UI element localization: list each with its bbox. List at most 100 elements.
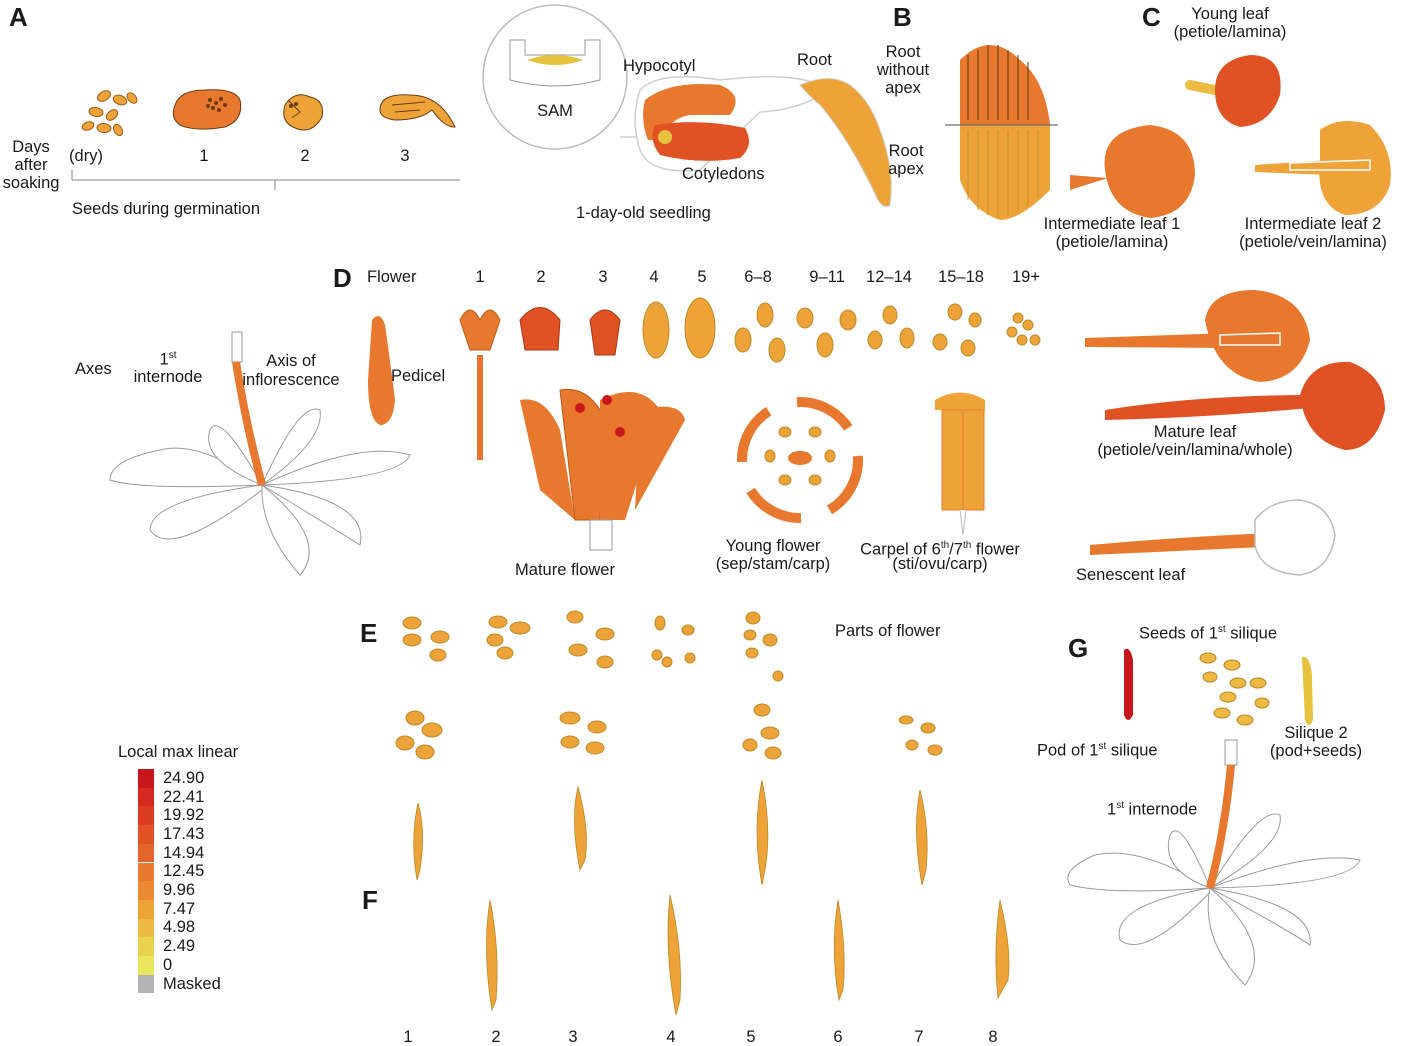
legend-swatch (138, 769, 154, 788)
silique-2 (1302, 656, 1313, 725)
legend-value: 22.41 (163, 787, 205, 806)
legend-swatch (138, 881, 154, 900)
senescent-leaf-label: Senescent leaf (1076, 566, 1186, 584)
legend-swatch (138, 956, 154, 975)
seedling-caption: 1-day-old seedling (576, 204, 711, 222)
flower-stages-15-18 (932, 303, 982, 357)
rosette-d (109, 331, 411, 576)
flower-stage-label-9-11: 9–11 (809, 268, 845, 286)
flower-stage-5 (684, 297, 716, 359)
carpel-parts: (sti/ovu/carp) (892, 555, 988, 573)
legend-value: 19.92 (163, 806, 205, 825)
pedicel (368, 316, 395, 425)
seed-day-1 (172, 89, 242, 130)
young-flower-section (737, 397, 863, 523)
flower-stage-1 (459, 309, 501, 460)
pod-of-silique-label: Pod of 1st silique (1037, 741, 1158, 760)
dry-seeds (81, 90, 138, 137)
part-number-3: 3 (568, 1028, 578, 1046)
flower-stage-label-1: 1 (475, 268, 485, 286)
silique-pod (1124, 648, 1133, 720)
part-number-7: 7 (914, 1028, 924, 1046)
legend-entry: 14.94 (138, 844, 204, 863)
legend-value: 14.94 (163, 843, 205, 862)
seedling (634, 75, 892, 208)
day-2: 2 (300, 147, 310, 165)
days-label-line1: Days (12, 138, 50, 156)
panel-label-e: E (360, 618, 378, 648)
panel-label-d: D (333, 263, 352, 293)
elongated-parts (413, 779, 1010, 1016)
root-without-apex-2: without (876, 61, 930, 79)
flower-stage-label-5: 5 (697, 268, 707, 286)
legend-entry: 4.98 (138, 918, 196, 938)
part-number-6: 6 (833, 1028, 843, 1046)
legend-value: 2.49 (163, 937, 196, 956)
mature-leaf-label: Mature leaf (1153, 423, 1237, 441)
root-apex-2: apex (888, 160, 924, 178)
part-number-1: 1 (403, 1028, 413, 1046)
axes-label: Axes (75, 360, 112, 378)
intermediate-leaf-2-label: Intermediate leaf 2 (1244, 215, 1382, 233)
root-without-apex-1: Root (885, 43, 921, 61)
mature-leaf-parts: (petiole/vein/lamina/whole) (1097, 441, 1293, 459)
legend-value: 12.45 (163, 862, 205, 881)
legend-swatch (138, 862, 154, 882)
legend-swatch (138, 825, 154, 844)
intermediate-leaf-2-parts: (petiole/vein/lamina) (1239, 233, 1387, 251)
day-1: 1 (199, 147, 209, 165)
panel-label-g: G (1068, 633, 1089, 663)
panel-label-b: B (893, 2, 912, 32)
flower-stages-12-14 (867, 305, 915, 350)
young-flower-parts: (sep/stam/carp) (715, 555, 831, 573)
legend-swatch (138, 806, 154, 826)
flower-stage-label-3: 3 (598, 268, 608, 286)
flower-stages-19-plus (1006, 312, 1041, 346)
part-number-2: 2 (491, 1028, 501, 1046)
part-number-8: 8 (988, 1028, 998, 1046)
silique-2-label: Silique 2 (1284, 724, 1348, 742)
intermediate-leaf-2 (1255, 121, 1391, 215)
pedicel-label: Pedicel (391, 367, 446, 385)
legend-entry: 17.43 (138, 825, 204, 844)
legend-entry: 9.96 (138, 881, 195, 900)
senescent-leaf (1090, 499, 1336, 576)
axis-of-label: Axis of (266, 352, 316, 370)
flower-stages-9-11 (796, 307, 857, 358)
flower-stage-label-2: 2 (536, 268, 546, 286)
legend-value: 4.98 (163, 918, 196, 937)
flower-stages-6-8 (734, 302, 786, 363)
young-flower-label: Young flower (725, 537, 821, 555)
mature-flower (520, 388, 685, 551)
legend-swatch (138, 937, 154, 956)
legend-value: 17.43 (163, 824, 205, 843)
root-apex-1: Root (888, 142, 924, 160)
legend-swatch (138, 787, 154, 807)
flower-stage-2 (519, 307, 561, 351)
legend-swatch (138, 899, 154, 919)
seed-day-3 (379, 94, 456, 128)
parts-of-flower-label: Parts of flower (835, 622, 941, 640)
first-internode-d-label: internode (133, 368, 203, 386)
flower-stage-label-12-14: 12–14 (866, 268, 912, 286)
part-number-5: 5 (746, 1028, 756, 1046)
legend-entry: 22.41 (138, 788, 204, 807)
young-leaf-label: Young leaf (1191, 5, 1269, 23)
axis-stem-g (1206, 764, 1235, 890)
day-dry: (dry) (69, 147, 103, 165)
flower-stage-label-6-8: 6–8 (744, 268, 772, 286)
legend-entry: 12.45 (138, 862, 205, 882)
young-leaf (1185, 55, 1281, 127)
days-axis (71, 170, 460, 190)
silique-seeds (1199, 652, 1270, 726)
panel-label-c: C (1142, 2, 1161, 32)
flower-stage-label-4: 4 (649, 268, 659, 286)
seeds-caption: Seeds during germination (72, 200, 261, 218)
hypocotyl-label: Hypocotyl (623, 57, 696, 75)
legend-entry: 19.92 (138, 806, 205, 826)
legend-value: 7.47 (163, 899, 196, 918)
days-label-line3: soaking (2, 174, 60, 192)
legend-value: 9.96 (163, 881, 196, 900)
legend-value: 24.90 (163, 768, 205, 787)
day-3: 3 (400, 147, 410, 165)
